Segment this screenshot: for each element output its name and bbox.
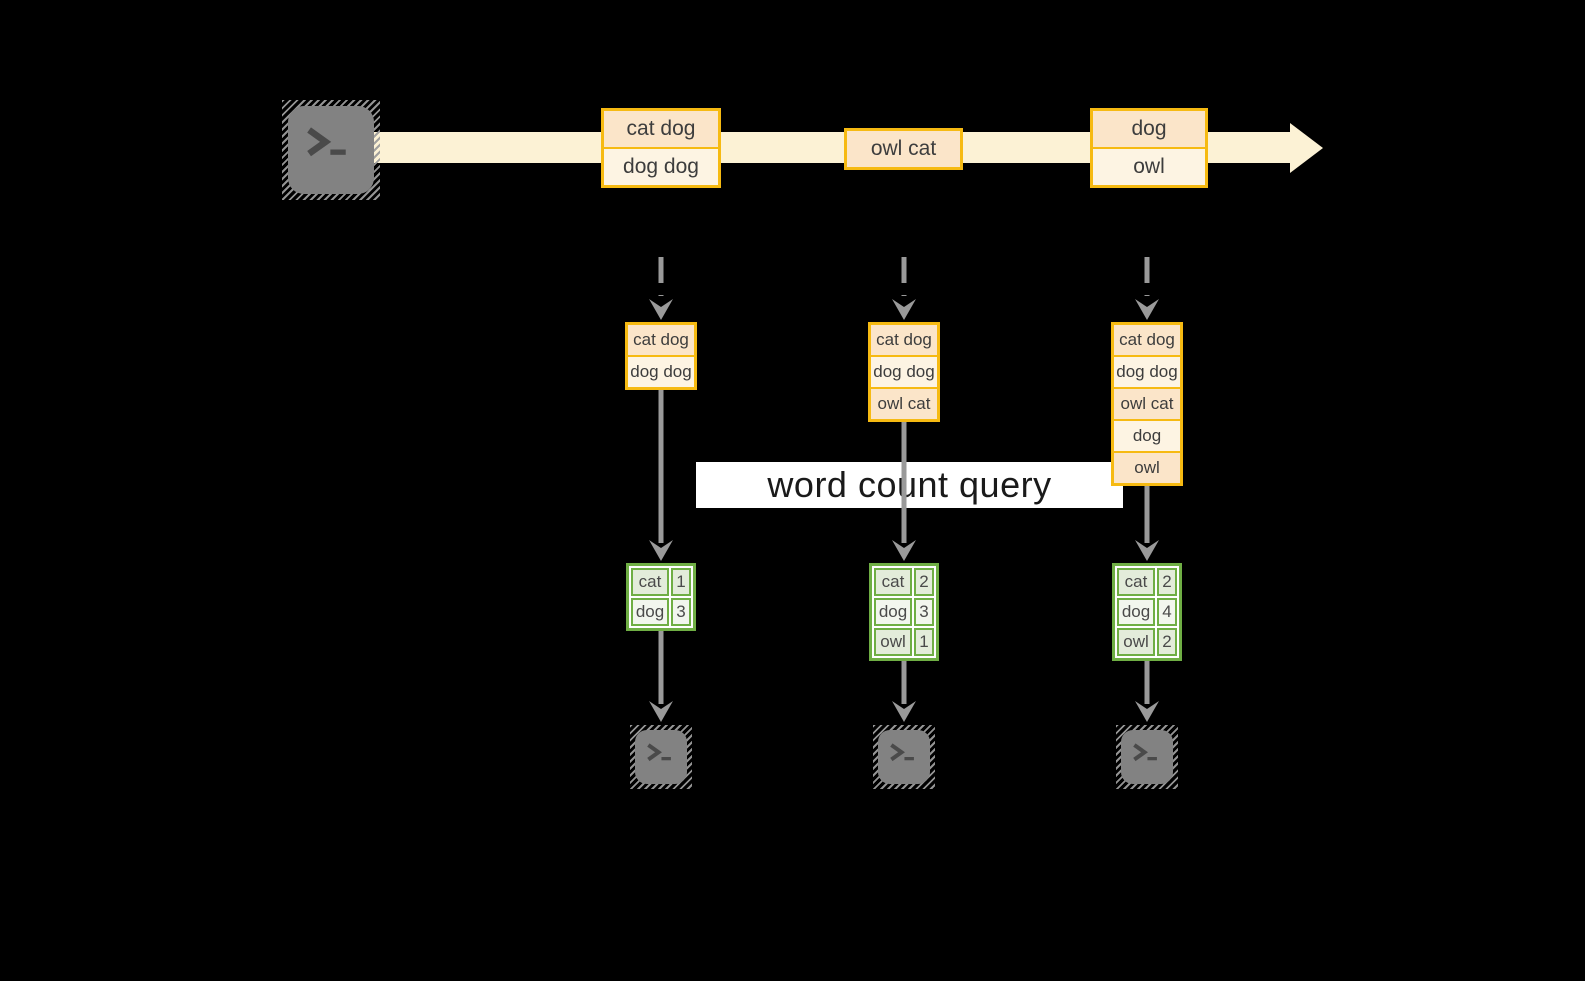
stream-record: owl cat: [844, 128, 963, 170]
count-cell: 2: [1157, 568, 1177, 596]
count-cell: 2: [1157, 628, 1177, 656]
arrowhead-down: [892, 540, 916, 561]
count-cell: 3: [671, 598, 691, 626]
terminal-icon-body: [1121, 730, 1173, 784]
state-line: cat dog: [628, 325, 694, 355]
query-label-band: word count query: [696, 462, 1123, 508]
stream-record-line: dog: [1093, 111, 1205, 147]
arrowhead-down: [649, 299, 673, 320]
source-terminal-icon: [282, 100, 380, 200]
stream-record-line: dog dog: [604, 147, 718, 185]
stream-record-line: owl cat: [847, 131, 960, 167]
arrowhead-down: [649, 540, 673, 561]
state-line: cat dog: [1114, 325, 1180, 355]
output-terminal-icon: [1116, 725, 1178, 789]
terminal-icon-body: [288, 106, 374, 194]
state-line: owl cat: [1114, 387, 1180, 419]
terminal-prompt-glyph: [1133, 743, 1157, 762]
output-terminal-icon: [873, 725, 935, 789]
arrowhead-down: [892, 701, 916, 722]
count-cell: 1: [671, 568, 691, 596]
terminal-icon-body: [635, 730, 687, 784]
state-line: cat dog: [871, 325, 937, 355]
word-cell: cat: [874, 568, 912, 596]
terminal-prompt-glyph: [890, 743, 914, 762]
word-cell: owl: [1117, 628, 1155, 656]
count-cell: 1: [914, 628, 934, 656]
state-line: owl: [1114, 451, 1180, 483]
count-cell: 4: [1157, 598, 1177, 626]
arrowhead-down: [1135, 299, 1159, 320]
arrowhead-down: [649, 701, 673, 722]
state-line: dog dog: [871, 355, 937, 387]
word-cell: cat: [631, 568, 669, 596]
query-label: word count query: [767, 464, 1052, 505]
state-line: dog dog: [1114, 355, 1180, 387]
word-cell: dog: [1117, 598, 1155, 626]
terminal-prompt-glyph: [647, 743, 671, 762]
count-cell: 2: [914, 568, 934, 596]
word-cell: owl: [874, 628, 912, 656]
arrowhead-down: [1135, 701, 1159, 722]
arrowhead-down: [1135, 540, 1159, 561]
word-cell: dog: [631, 598, 669, 626]
arrowhead-down: [892, 299, 916, 320]
word-cell: cat: [1117, 568, 1155, 596]
stream-arrow-head: [1290, 123, 1323, 173]
word-cell: dog: [874, 598, 912, 626]
state-line: owl cat: [871, 387, 937, 419]
stream-record-line: owl: [1093, 147, 1205, 185]
terminal-icon-body: [878, 730, 930, 784]
output-terminal-icon: [630, 725, 692, 789]
state-line: dog dog: [628, 355, 694, 387]
state-line: dog: [1114, 419, 1180, 451]
terminal-prompt-glyph: [307, 127, 346, 157]
stream-record-line: cat dog: [604, 111, 718, 147]
count-cell: 3: [914, 598, 934, 626]
